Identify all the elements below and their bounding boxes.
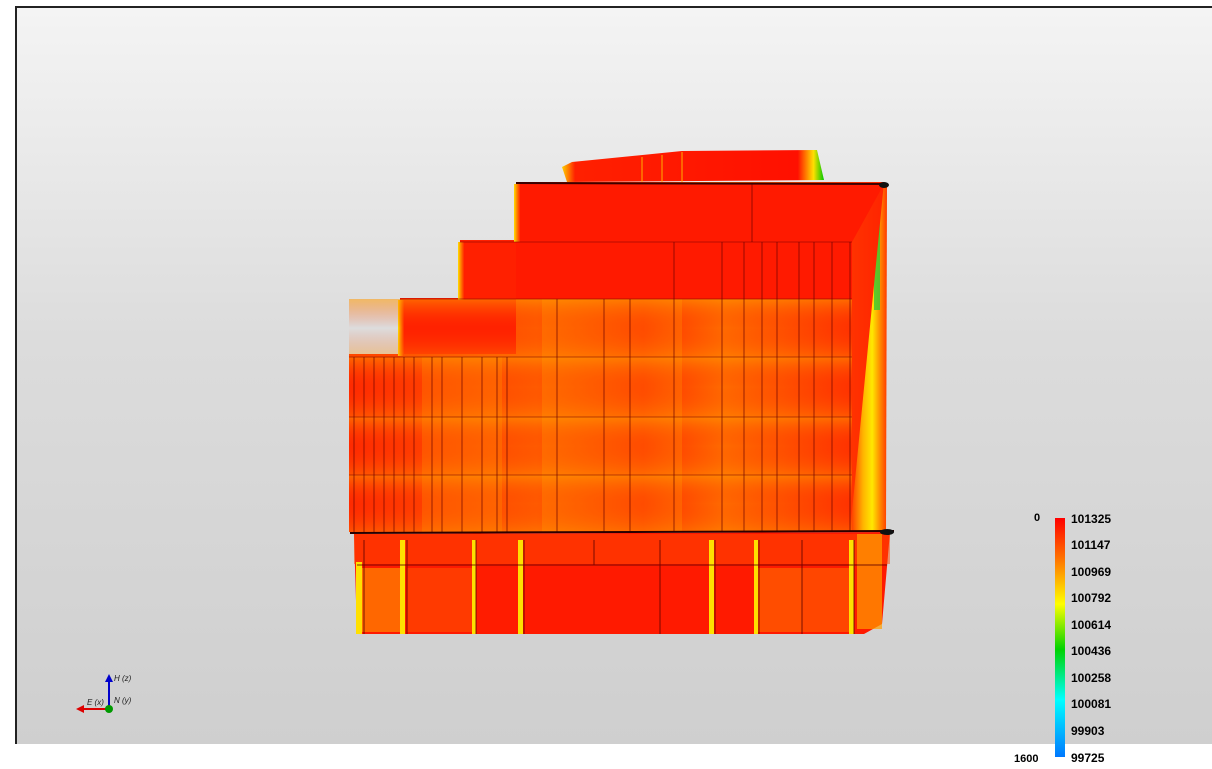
legend-value: 99903 <box>1071 724 1105 738</box>
axis-triad-icon <box>76 674 113 713</box>
legend-value: 101325 <box>1071 512 1112 526</box>
axis-triad: H (z) E (x) N (y) <box>70 672 140 727</box>
legend-min-label: 0 <box>1034 512 1041 524</box>
legend-max-label: 1600 <box>1014 753 1039 765</box>
legend-value: 100436 <box>1071 644 1112 658</box>
legend-value: 100969 <box>1071 565 1112 579</box>
building-pressure-model[interactable] <box>17 8 1212 744</box>
legend-value: 100614 <box>1071 618 1112 632</box>
legend-color-bar <box>1055 518 1065 757</box>
legend-value: 100258 <box>1071 671 1112 685</box>
legend-value: 100081 <box>1071 697 1112 711</box>
3d-viewport[interactable] <box>15 6 1212 744</box>
legend-value: 100792 <box>1071 591 1112 605</box>
z-axis-label: H (z) <box>114 674 132 683</box>
legend-value: 101147 <box>1071 538 1111 552</box>
legend-value: 99725 <box>1071 751 1105 765</box>
y-axis-label: N (y) <box>114 696 132 705</box>
x-axis-label: E (x) <box>87 698 104 707</box>
